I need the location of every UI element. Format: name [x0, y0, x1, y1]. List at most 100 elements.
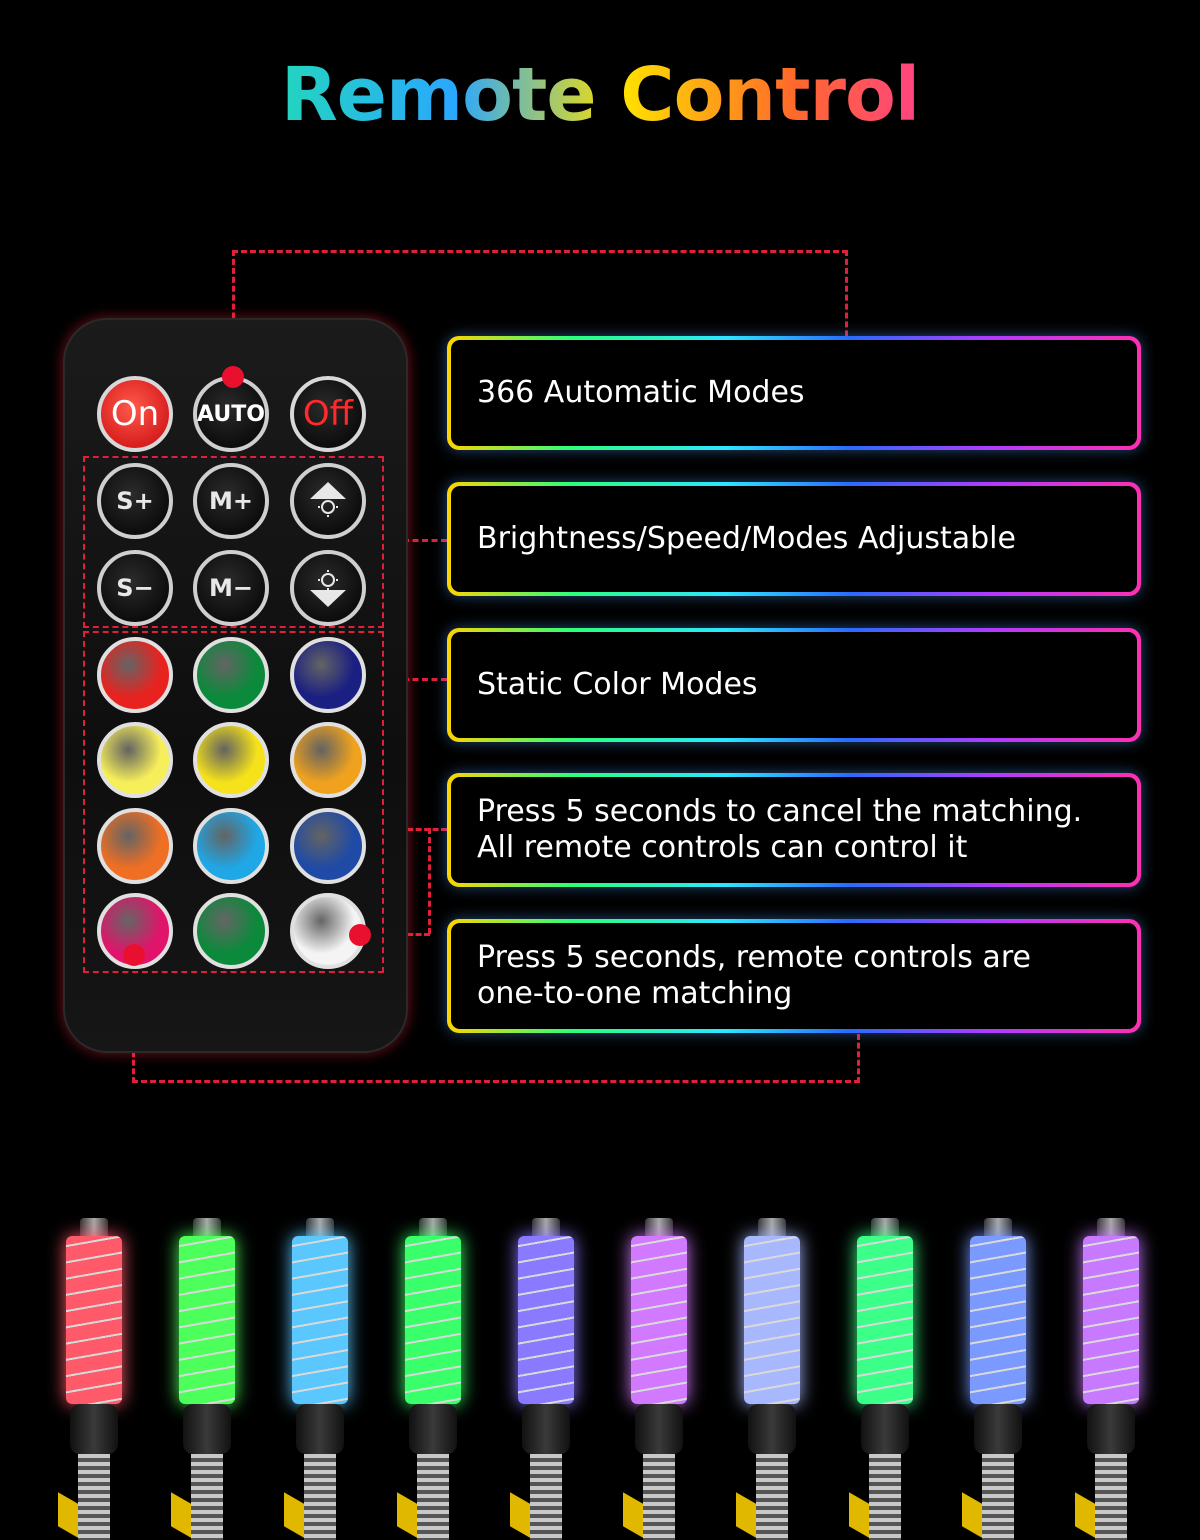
color-button[interactable]: [290, 808, 366, 884]
light-base: [861, 1404, 909, 1454]
light-tag: [736, 1492, 756, 1538]
auto-indicator-dot: [222, 366, 244, 388]
light-cap: [645, 1218, 673, 1240]
light-glow: [179, 1236, 235, 1404]
feature-cancel-matching: Press 5 seconds to cancel the matching. …: [447, 773, 1141, 887]
light-glow: [857, 1236, 913, 1404]
light-tag: [1075, 1492, 1095, 1538]
light-cap: [193, 1218, 221, 1240]
whip-light: [171, 1180, 239, 1540]
light-base: [1087, 1404, 1135, 1454]
whip-light: [962, 1180, 1030, 1540]
speed-down-button[interactable]: S−: [97, 550, 173, 626]
whip-light: [284, 1180, 352, 1540]
color-button[interactable]: [290, 637, 366, 713]
light-tag: [962, 1492, 982, 1538]
color-group-outline: [83, 631, 384, 973]
connector-cancel: [382, 828, 447, 937]
feature-text: one-to-one matching: [477, 976, 793, 1011]
connector-match: [132, 1034, 860, 1083]
connector-auto: [232, 250, 848, 381]
light-thread: [304, 1454, 336, 1540]
color-button[interactable]: [193, 808, 269, 884]
speed-up-button[interactable]: S+: [97, 463, 173, 539]
whip-light: [623, 1180, 691, 1540]
color-button[interactable]: [193, 637, 269, 713]
whip-light: [510, 1180, 578, 1540]
light-thread: [417, 1454, 449, 1540]
light-cap: [984, 1218, 1012, 1240]
light-base: [183, 1404, 231, 1454]
feature-text: All remote controls can control it: [477, 830, 968, 865]
whip-light: [736, 1180, 804, 1540]
brightness-down-icon: [310, 570, 346, 607]
color-button[interactable]: [193, 722, 269, 798]
connector-static: [384, 678, 447, 681]
feature-text: Static Color Modes: [477, 667, 758, 702]
feature-static-color: Static Color Modes: [447, 628, 1141, 742]
light-thread: [643, 1454, 675, 1540]
light-base: [70, 1404, 118, 1454]
whip-light: [1075, 1180, 1143, 1540]
light-tag: [397, 1492, 417, 1538]
page-title: Remote Control: [0, 52, 1200, 138]
white-indicator-dot: [349, 924, 371, 946]
light-glow: [970, 1236, 1026, 1404]
light-glow: [518, 1236, 574, 1404]
feature-auto-modes: 366 Automatic Modes: [447, 336, 1141, 450]
brightness-up-icon: [310, 482, 346, 517]
light-tag: [171, 1492, 191, 1538]
light-tag: [623, 1492, 643, 1538]
light-thread: [869, 1454, 901, 1540]
feature-one-to-one: Press 5 seconds, remote controls are one…: [447, 919, 1141, 1033]
light-thread: [756, 1454, 788, 1540]
light-cap: [758, 1218, 786, 1240]
light-thread: [78, 1454, 110, 1540]
light-base: [635, 1404, 683, 1454]
light-base: [522, 1404, 570, 1454]
whip-light: [58, 1180, 126, 1540]
light-tag: [849, 1492, 869, 1538]
whip-light-row: [40, 1180, 1160, 1540]
light-base: [748, 1404, 796, 1454]
light-glow: [405, 1236, 461, 1404]
light-thread: [530, 1454, 562, 1540]
mode-down-button[interactable]: M−: [193, 550, 269, 626]
connector-cancel-vert: [428, 828, 431, 934]
feature-text: 366 Automatic Modes: [477, 375, 805, 410]
light-tag: [510, 1492, 530, 1538]
feature-text: Press 5 seconds, remote controls are: [477, 940, 1031, 975]
color-button[interactable]: [97, 808, 173, 884]
light-cap: [871, 1218, 899, 1240]
light-tag: [284, 1492, 304, 1538]
auto-button[interactable]: AUTO: [193, 376, 269, 452]
light-glow: [66, 1236, 122, 1404]
brightness-up-button[interactable]: [290, 463, 366, 539]
light-base: [296, 1404, 344, 1454]
light-cap: [306, 1218, 334, 1240]
light-cap: [532, 1218, 560, 1240]
adjust-group-outline: [83, 456, 384, 628]
light-base: [974, 1404, 1022, 1454]
light-thread: [982, 1454, 1014, 1540]
light-glow: [631, 1236, 687, 1404]
feature-text: Press 5 seconds to cancel the matching.: [477, 794, 1083, 829]
on-button[interactable]: On: [97, 376, 173, 452]
connector-adjust: [384, 539, 447, 542]
light-thread: [1095, 1454, 1127, 1540]
mode-up-button[interactable]: M+: [193, 463, 269, 539]
color-button[interactable]: [290, 722, 366, 798]
light-cap: [419, 1218, 447, 1240]
light-cap: [80, 1218, 108, 1240]
off-button[interactable]: Off: [290, 376, 366, 452]
light-glow: [744, 1236, 800, 1404]
brightness-down-button[interactable]: [290, 550, 366, 626]
color-button[interactable]: [193, 893, 269, 969]
color-button[interactable]: [97, 722, 173, 798]
light-tag: [58, 1492, 78, 1538]
color-button[interactable]: [97, 637, 173, 713]
feature-adjustable: Brightness/Speed/Modes Adjustable: [447, 482, 1141, 596]
light-thread: [191, 1454, 223, 1540]
light-glow: [292, 1236, 348, 1404]
light-base: [409, 1404, 457, 1454]
